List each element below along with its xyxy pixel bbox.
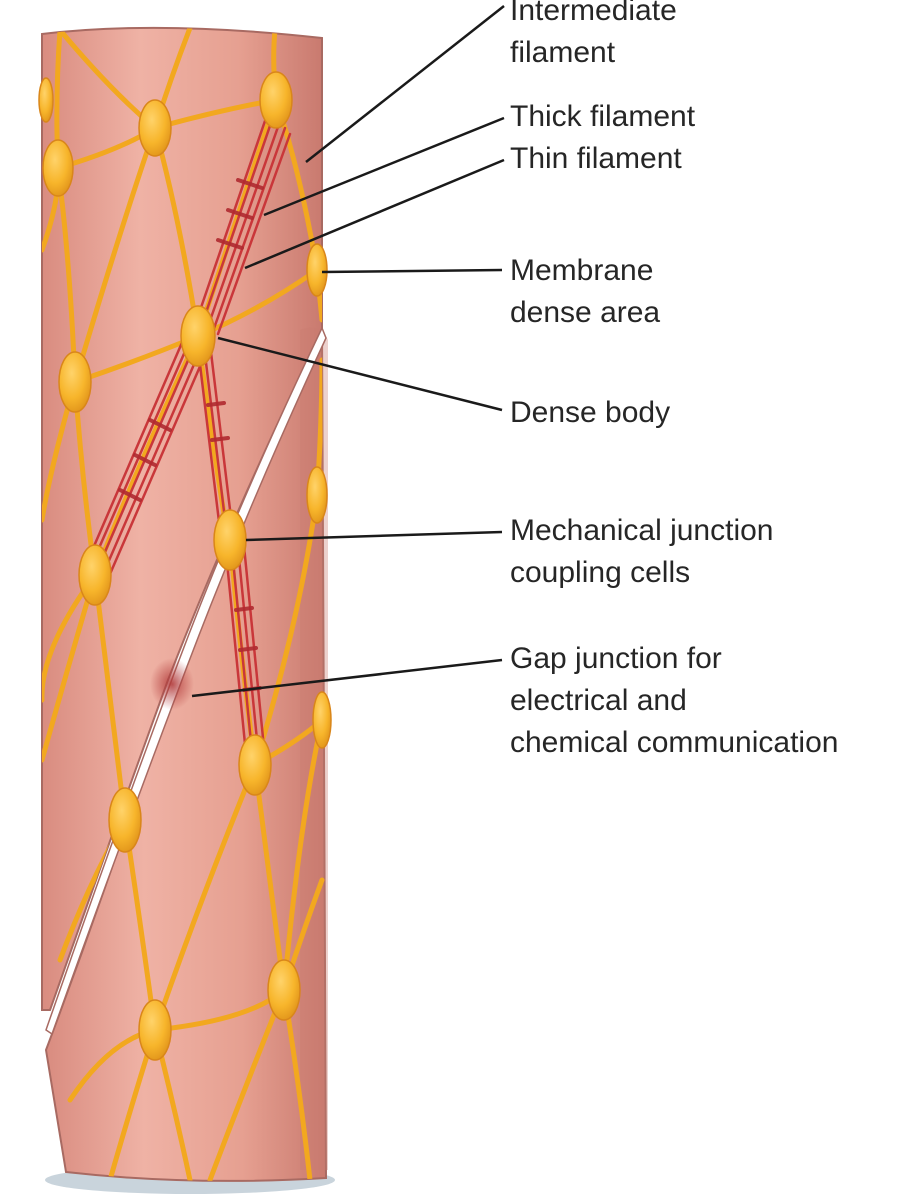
bundle-right — [196, 342, 234, 532]
dense-body — [267, 959, 301, 1021]
dense-body — [108, 787, 142, 853]
dense-body — [42, 139, 74, 197]
leader-thin-filament — [244, 158, 505, 270]
dense-body — [238, 734, 272, 796]
leader-thick-filament — [263, 116, 505, 217]
dense-body — [180, 305, 216, 367]
leader-mechanical-junction — [245, 530, 503, 542]
label-thick-filament: Thick filament — [510, 100, 696, 133]
leader-gap-junction — [191, 658, 503, 698]
contractile-bundles — [86, 116, 292, 756]
membrane-dense-area — [38, 77, 54, 123]
label-dense-body: Dense body — [510, 396, 671, 429]
leader-dense-body — [217, 336, 503, 412]
dense-body — [259, 71, 293, 129]
sarcomere-bands — [118, 178, 264, 692]
leader-intermediate-filament — [305, 5, 505, 163]
label-gap-junction: Gap junction for electrical and chemical… — [510, 642, 839, 759]
dense-body — [58, 351, 92, 413]
bundle-left — [86, 336, 210, 576]
dense-body — [138, 999, 172, 1061]
leader-membrane-dense-area — [321, 268, 503, 274]
dense-body — [213, 509, 247, 571]
membrane-dense-area — [312, 691, 332, 749]
dense-body — [138, 99, 172, 157]
label-thin-filament: Thin filament — [510, 142, 682, 175]
membrane-dense-area — [306, 466, 328, 524]
membrane-dense-area — [306, 243, 328, 297]
label-mechanical-junction: Mechanical junction coupling cells — [510, 514, 774, 589]
intercellular-cleft — [45, 326, 327, 1036]
dense-body — [78, 544, 112, 606]
label-intermediate-filament: Intermediate filament — [510, 0, 677, 69]
dense-bodies — [38, 71, 332, 1061]
label-membrane-dense-area: Membrane dense area — [510, 254, 661, 329]
leader-lines — [191, 5, 505, 698]
gap-junction — [150, 658, 194, 710]
bundle-upper — [192, 116, 292, 336]
